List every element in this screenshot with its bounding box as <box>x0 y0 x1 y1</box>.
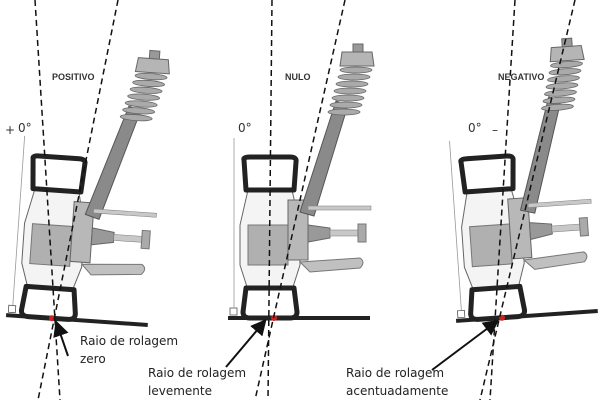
caption-line2: acentuadamente <box>346 384 448 398</box>
pointer-arrow <box>431 319 500 371</box>
angle-label: 0° <box>238 121 252 135</box>
angle-label: 0° <box>468 121 482 135</box>
panel-nulo: NULO 0° Raio de rolagem levemente <box>148 0 374 400</box>
caption-line2: zero <box>80 352 106 366</box>
pointer-arrow <box>53 320 69 357</box>
steering-axis <box>254 0 346 400</box>
panel-negativo: NEGATIVO 0°– Raio de rolagem acentuadamente <box>346 0 600 400</box>
camber-sign: – <box>492 123 498 137</box>
panel-title: NULO <box>285 72 311 82</box>
panel-title: POSITIVO <box>52 72 95 82</box>
suspension-assembly <box>228 44 374 321</box>
panel-positivo: POSITIVO 0°+ Raio de rolagem zero <box>5 0 178 400</box>
camber-sign: + <box>5 123 15 137</box>
panel-title: NEGATIVO <box>498 72 544 82</box>
caption-line1: Raio de rolagem <box>80 334 178 348</box>
pointer-arrow <box>225 318 267 368</box>
angle-label: 0° <box>18 121 32 135</box>
suspension-assembly <box>6 42 171 329</box>
caption-line1: Raio de rolagem <box>148 366 246 380</box>
caption-line2: levemente <box>148 384 212 398</box>
wheel-center-axis <box>267 0 273 400</box>
caption-line1: Raio de rolagem <box>346 366 444 380</box>
steering-axis <box>37 0 119 400</box>
